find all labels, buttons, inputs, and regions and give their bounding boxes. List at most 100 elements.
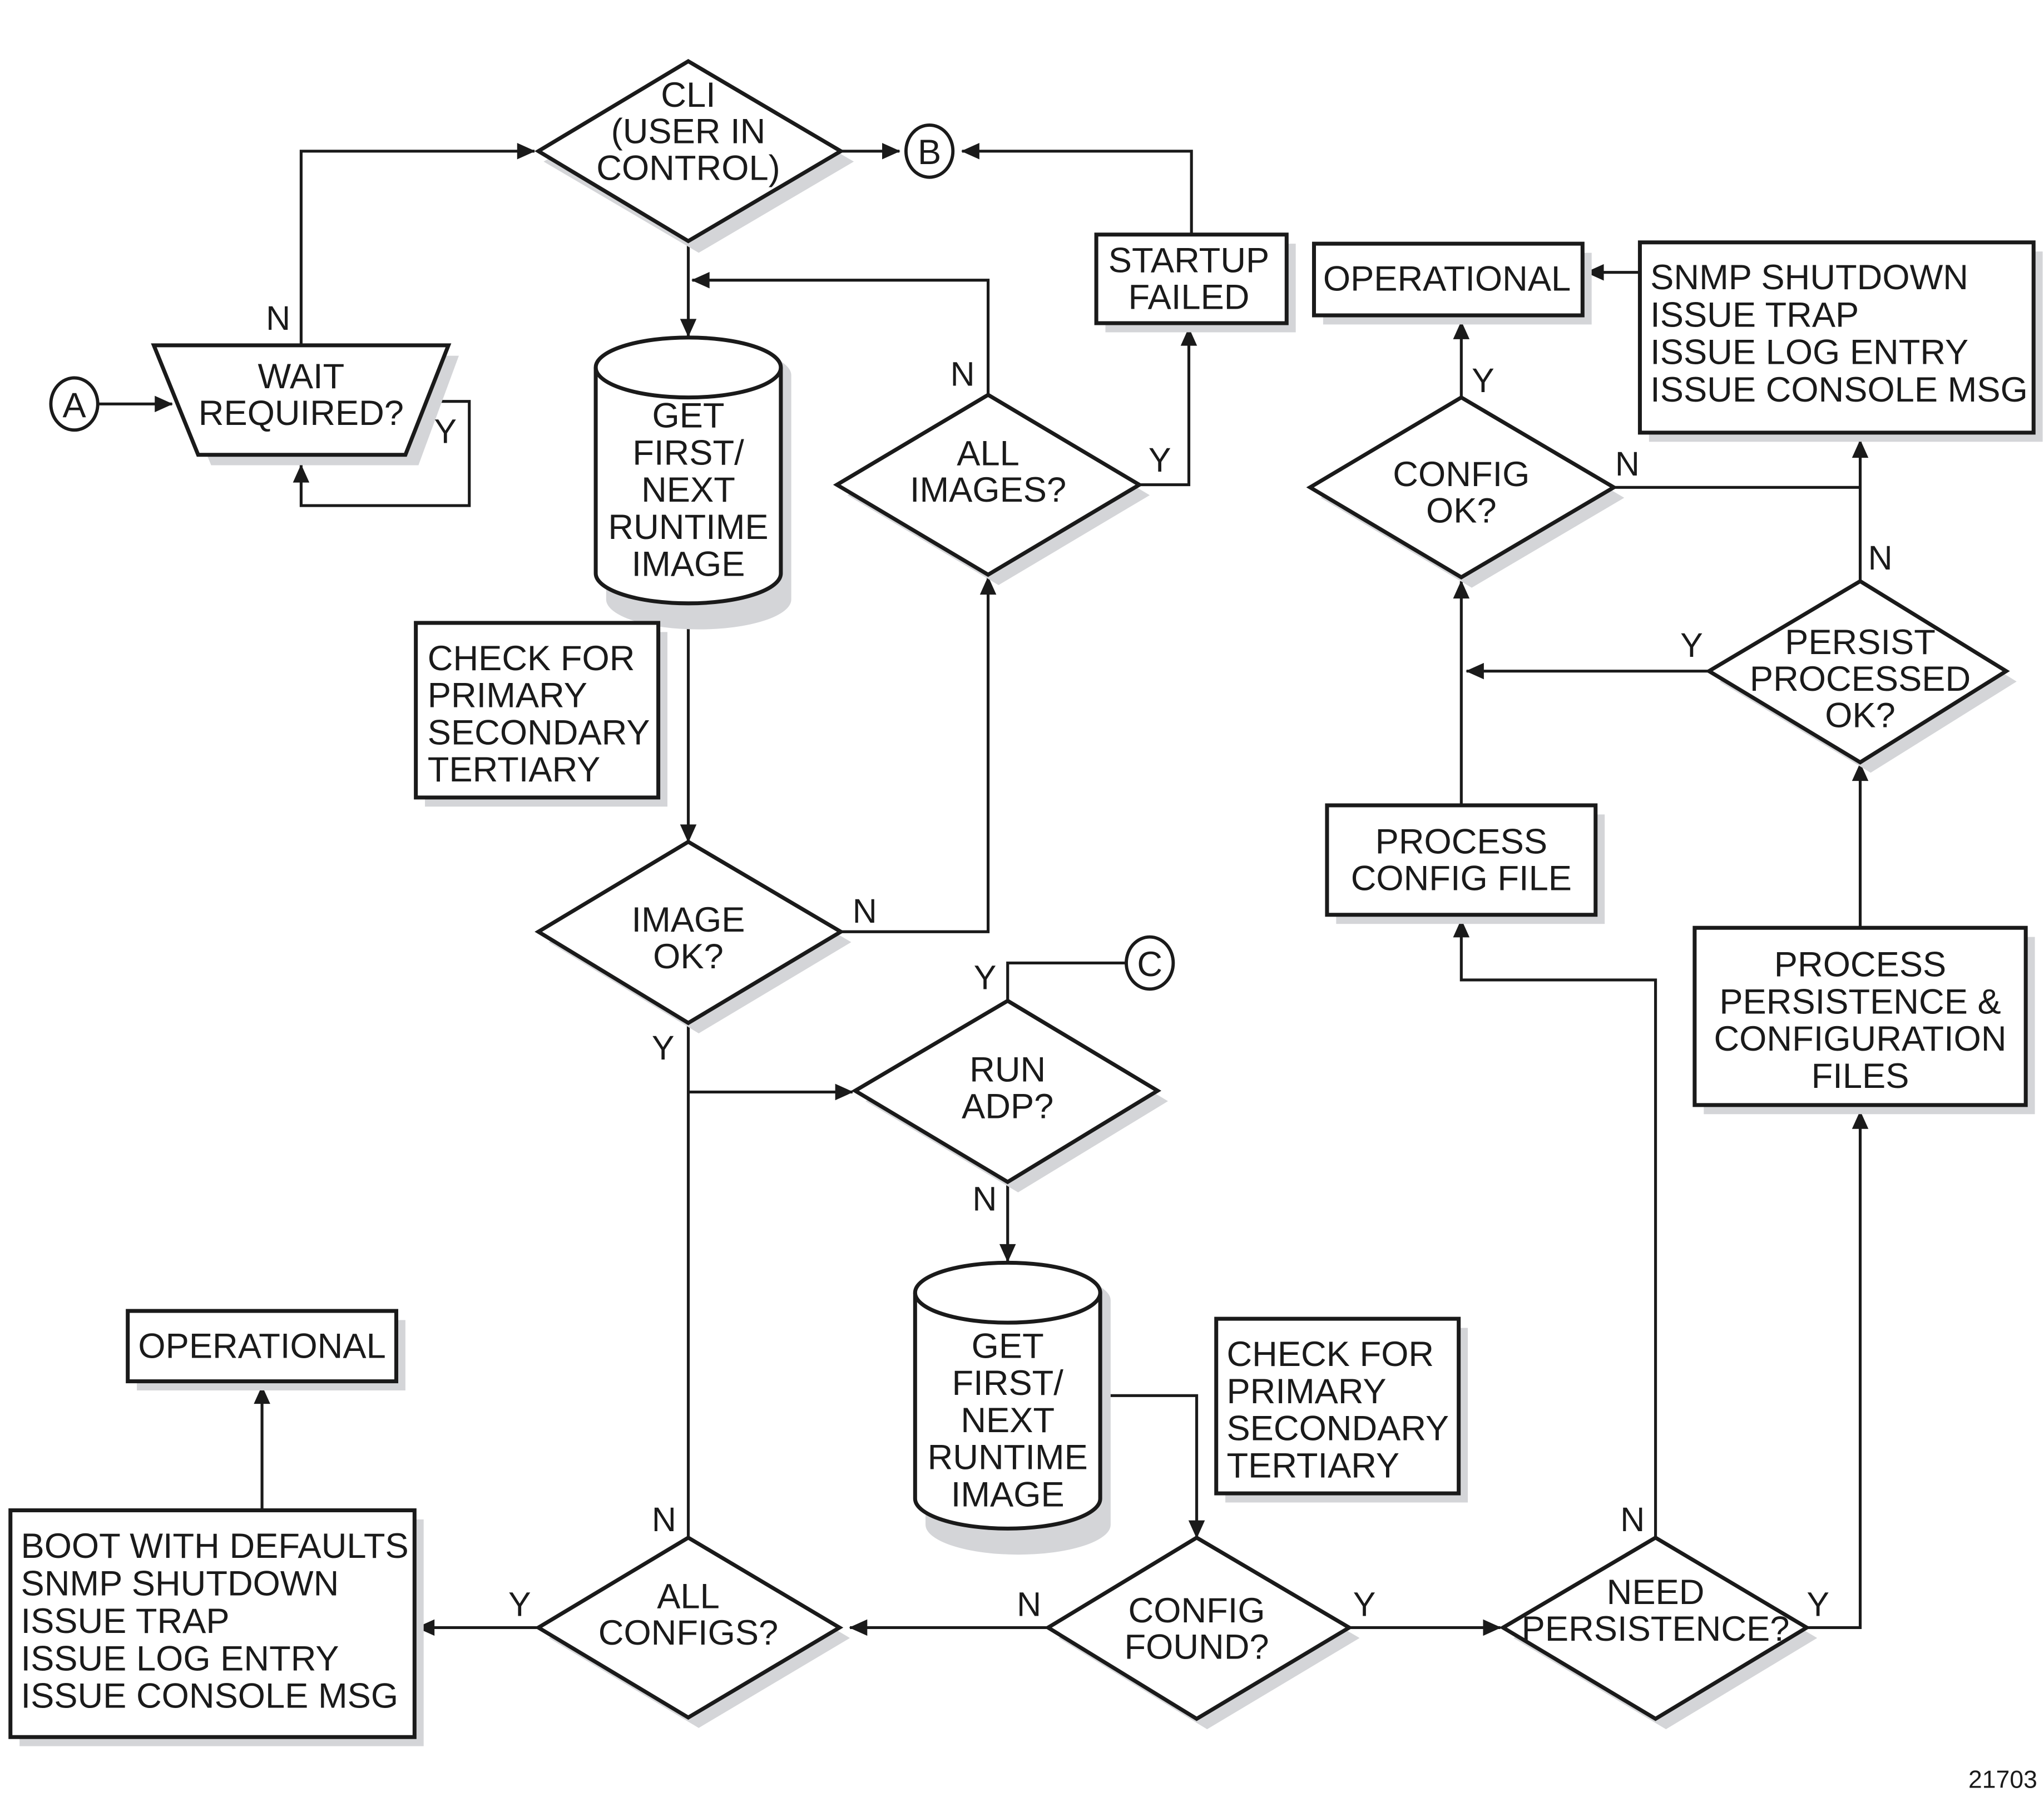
label-wait-n: N (266, 299, 290, 337)
node-text-line: FIRST/ (632, 433, 744, 472)
node-text: OPERATIONAL (138, 1326, 385, 1365)
node-text-line: ADP? (962, 1087, 1053, 1126)
node-text-line: BOOT WITH DEFAULTS (21, 1527, 409, 1566)
node-text-line: PRIMARY (1226, 1372, 1386, 1411)
node-text-line: SECONDARY (1226, 1409, 1449, 1448)
node-text-line: REQUIRED? (199, 394, 404, 433)
node-text-line: NEED (1607, 1573, 1705, 1612)
edge-need-persistence-n-to-process-config (1453, 919, 1657, 1538)
terminal-operational-right: OPERATIONAL (1311, 241, 1592, 325)
edge-all-images-y-to-startup-failed (1139, 327, 1197, 487)
node-text-line: RUNTIME (608, 508, 768, 547)
node-text-line: ISSUE TRAP (1650, 295, 1859, 334)
label-config-ok-n: N (1615, 445, 1640, 483)
node-text-line: OK? (1426, 492, 1497, 531)
node-text-line: OPERATIONAL (138, 1326, 385, 1365)
label-image-ok-n: N (853, 892, 877, 930)
node-text-line: FOUND? (1124, 1628, 1269, 1667)
node-text-line: PERSISTENCE & (1719, 982, 2001, 1021)
node-text-line: FAILED (1128, 278, 1249, 316)
node-text-line: (USER IN (611, 112, 766, 151)
node-text-line: IMAGE (632, 545, 745, 584)
edge-labels: N Y N Y N Y Y N N Y N Y N Y N Y N Y (266, 299, 1892, 1623)
node-text-line: CONFIGS? (598, 1613, 778, 1652)
node-text-line: IMAGES? (910, 471, 1066, 509)
label-persist-processed-y: Y (1680, 626, 1703, 664)
node-text-line: GET (652, 397, 724, 435)
label-all-images-y: Y (1149, 441, 1171, 479)
terminal-operational-left: OPERATIONAL (126, 1309, 405, 1390)
label-run-adp-n: N (972, 1180, 997, 1218)
label-need-persistence-y: Y (1807, 1585, 1829, 1623)
node-text-line: SNMP SHUTDOWN (21, 1564, 339, 1603)
node-text-line: ISSUE TRAP (21, 1602, 230, 1641)
connector-a-label: A (62, 386, 86, 425)
node-text-line: PROCESS (1774, 945, 1946, 984)
node-text-line: CHECK FOR (428, 639, 635, 678)
edge-all-images-n-loop (691, 271, 990, 395)
node-text-line: IMAGE (632, 900, 745, 939)
label-all-configs-y: Y (508, 1585, 531, 1623)
node-text-line: PERSISTENCE? (1522, 1610, 1790, 1649)
node-text-line: PRIMARY (428, 676, 587, 715)
label-config-found-n: N (1017, 1585, 1041, 1623)
edge-wait-n-to-cli (299, 143, 536, 344)
connector-b: B (904, 123, 955, 179)
connector-c: C (1125, 935, 1175, 991)
node-text-line: RUN (969, 1051, 1046, 1090)
edge-run-adp-y-to-c (1006, 961, 1126, 1001)
node-text-line: PROCESSED (1750, 660, 1971, 699)
connector-b-label: B (918, 133, 941, 172)
node-text-line: TERTIARY (1226, 1446, 1399, 1485)
node-text-line: ISSUE LOG ENTRY (1650, 333, 1968, 372)
node-text-line: FILES (1812, 1057, 1909, 1096)
node-text-line: RUNTIME (928, 1438, 1088, 1477)
edge-get-image-to-config-found (1101, 1394, 1205, 1539)
connector-c-label: C (1137, 945, 1162, 984)
node-text-line: NEXT (961, 1401, 1055, 1440)
node-text-line: OK? (653, 937, 724, 976)
node-text-line: FIRST/ (952, 1364, 1064, 1403)
node-text-line: PERSIST (1785, 623, 1936, 662)
node-text-line: ISSUE LOG ENTRY (21, 1639, 339, 1678)
edge-image-ok-n-to-all-images (840, 576, 997, 933)
edge-wait-y-loop (293, 400, 471, 507)
label-all-configs-n: N (652, 1501, 676, 1538)
node-text-line: SECONDARY (428, 713, 650, 752)
node-text-line: TERTIARY (428, 750, 601, 789)
label-wait-y: Y (434, 413, 457, 451)
label-image-ok-y: Y (652, 1029, 675, 1067)
label-persist-processed-n: N (1868, 539, 1893, 577)
node-text-line: OK? (1825, 696, 1895, 735)
node-text-line: ISSUE CONSOLE MSG (1650, 370, 2028, 409)
node-text-line: NEXT (641, 471, 735, 509)
node-text-line: WAIT (258, 357, 344, 396)
node-text-line: STARTUP (1108, 241, 1269, 280)
